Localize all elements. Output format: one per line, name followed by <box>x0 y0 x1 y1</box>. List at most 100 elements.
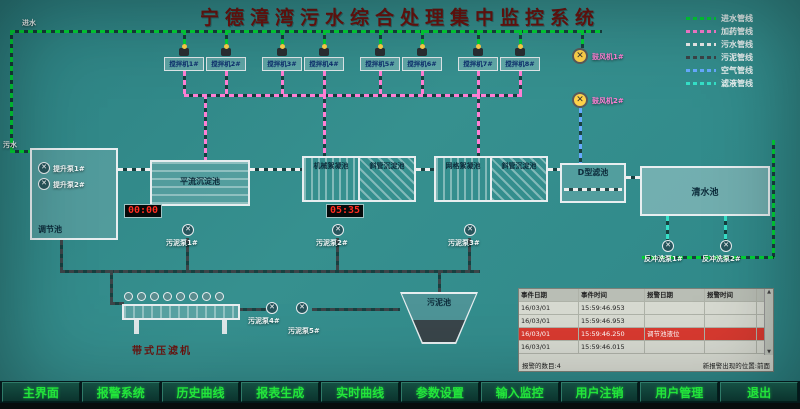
cell: 15:59:46.953 <box>579 315 645 327</box>
pipe-inlet-drop <box>183 30 186 48</box>
cell <box>705 302 757 314</box>
scroll-down-icon[interactable]: ▼ <box>767 349 771 355</box>
alarm-panel: 事件日期 事件时间 报警日期 报警时间 16/03/01 15:59:46.95… <box>518 288 774 372</box>
sewage-inlet-label: 污水 <box>3 141 17 149</box>
page-title: 宁德漳湾污水综合处理集中监控系统 <box>199 7 600 29</box>
mixer-unit[interactable]: 搅拌机6# <box>402 44 442 71</box>
backwash-pump-2-icon[interactable] <box>720 240 732 252</box>
mech-floc-tank: 机械絮凝池 <box>304 158 358 200</box>
mixer-unit[interactable]: 搅拌机3# <box>262 44 302 71</box>
sludge-line-swatch <box>686 56 716 59</box>
treatment-train-2: 网格絮凝池 斜管沉淀池 <box>434 156 548 202</box>
alarm-table-row[interactable]: 16/03/01 15:59:46.953 <box>519 315 773 328</box>
inlet-line-swatch <box>686 17 716 20</box>
scroll-up-icon[interactable]: ▲ <box>767 289 771 295</box>
inlet-label: 进水 <box>22 19 36 27</box>
sludge-pump-1-label: 污泥泵1# <box>166 239 198 247</box>
inclined-sed-1-label: 斜管沉淀池 <box>369 162 405 170</box>
mixer-unit[interactable]: 搅拌机7# <box>458 44 498 71</box>
roller-icon <box>163 292 172 301</box>
cell <box>705 328 757 340</box>
lift-pump-1-label: 提升泵1# <box>53 165 85 173</box>
sludge-pump-4-icon[interactable] <box>266 302 278 314</box>
sludge-pump-1-icon[interactable] <box>182 224 194 236</box>
pipe-sewage <box>416 168 434 171</box>
pipe-dosing-riser <box>421 71 424 94</box>
menu-exit[interactable]: 退出 <box>720 382 798 402</box>
blower-2-icon[interactable] <box>572 92 588 108</box>
belt-press-rollers <box>124 292 228 301</box>
backwash-pump-1-icon[interactable] <box>662 240 674 252</box>
sludge-pump-2-icon[interactable] <box>332 224 344 236</box>
menu-user-logout[interactable]: 用户注销 <box>560 382 639 402</box>
grid-floc-label: 网格絮凝池 <box>445 162 481 170</box>
mixer-label: 搅拌机3# <box>262 57 302 71</box>
roller-icon <box>137 292 146 301</box>
menu-report-generation[interactable]: 报表生成 <box>241 382 320 402</box>
pipe-dosing-drop <box>204 94 207 162</box>
pipe-dosing-riser <box>281 71 284 94</box>
pipe-inlet-drop <box>421 30 424 48</box>
pipe-inlet-drop <box>281 30 284 48</box>
sludge-pool: 污泥池 <box>400 292 478 344</box>
blower-1-label: 鼓风机1# <box>592 53 624 61</box>
alarm-table-row-active[interactable]: 16/03/01 15:59:46.250 调节池液位 <box>519 328 773 341</box>
pipe-inlet-drop <box>225 30 228 48</box>
pipe-outlet-right <box>772 140 775 258</box>
pipe-inlet-drop <box>379 30 382 48</box>
mixer-unit[interactable]: 搅拌机8# <box>500 44 540 71</box>
pipe-dosing-riser <box>519 71 522 94</box>
backwash-pump-1-label: 反冲洗泵1# <box>644 255 683 263</box>
mixer-unit[interactable]: 搅拌机5# <box>360 44 400 71</box>
roller-icon <box>150 292 159 301</box>
pipe-sewage <box>250 168 302 171</box>
blower-1-icon[interactable] <box>572 48 588 64</box>
sewage-line-swatch <box>686 43 716 46</box>
legend-row: 进水管线 <box>686 12 782 25</box>
mixer-unit[interactable]: 搅拌机4# <box>304 44 344 71</box>
pipe-sludge-to-press <box>110 302 124 305</box>
col-event-date: 事件日期 <box>519 289 579 301</box>
menu-parameter-settings[interactable]: 参数设置 <box>400 382 479 402</box>
sludge-fill <box>402 320 476 342</box>
cell <box>645 341 705 353</box>
cell: 16/03/01 <box>519 341 579 353</box>
legend-label: 加药管线 <box>721 27 753 36</box>
grid-floc-tank: 网格絮凝池 <box>436 158 490 200</box>
menu-history-curves[interactable]: 历史曲线 <box>161 382 240 402</box>
mixer-unit[interactable]: 搅拌机1# <box>164 44 204 71</box>
lift-pump-1-icon[interactable] <box>38 162 50 174</box>
menu-alarm-system[interactable]: 报警系统 <box>81 382 160 402</box>
pipe-air <box>579 108 582 163</box>
alarm-table-row[interactable]: 16/03/01 15:59:46.953 <box>519 302 773 315</box>
menu-user-management[interactable]: 用户管理 <box>640 382 719 402</box>
pipe-sludge <box>186 238 189 270</box>
cell: 15:59:46.250 <box>579 328 645 340</box>
sludge-pump-3-icon[interactable] <box>464 224 476 236</box>
legend-row: 污泥管线 <box>686 51 782 64</box>
air-line-swatch <box>686 69 716 72</box>
dosing-line-swatch <box>686 30 716 33</box>
menu-main-screen[interactable]: 主界面 <box>2 382 80 402</box>
sludge-pump-5-icon[interactable] <box>296 302 308 314</box>
mixer-label: 搅拌机2# <box>206 57 246 71</box>
belt-press-body[interactable] <box>122 304 240 320</box>
roller-icon <box>189 292 198 301</box>
menu-realtime-curves[interactable]: 实时曲线 <box>321 382 399 402</box>
inclined-sed-tank-1: 斜管沉淀池 <box>358 158 414 200</box>
alarm-table-row[interactable]: 16/03/01 15:59:46.015 <box>519 341 773 354</box>
cell: 15:59:46.015 <box>579 341 645 353</box>
alarm-scrollbar[interactable]: ▲▼ <box>764 289 773 355</box>
d-filter-label: D型滤池 <box>577 168 609 177</box>
col-alarm-time: 报警时间 <box>705 289 757 301</box>
pipe-sludge-to-pool <box>438 270 441 294</box>
menu-input-monitor[interactable]: 输入监控 <box>480 382 559 402</box>
mixer-unit[interactable]: 搅拌机2# <box>206 44 246 71</box>
lift-pump-2-icon[interactable] <box>38 178 50 190</box>
pipe-dosing-riser <box>379 71 382 94</box>
pipe-inlet-drop <box>323 30 326 48</box>
belt-press-leg <box>222 320 227 334</box>
pipe-inlet-to-blowers <box>581 30 584 48</box>
pipe-sludge <box>336 238 339 270</box>
